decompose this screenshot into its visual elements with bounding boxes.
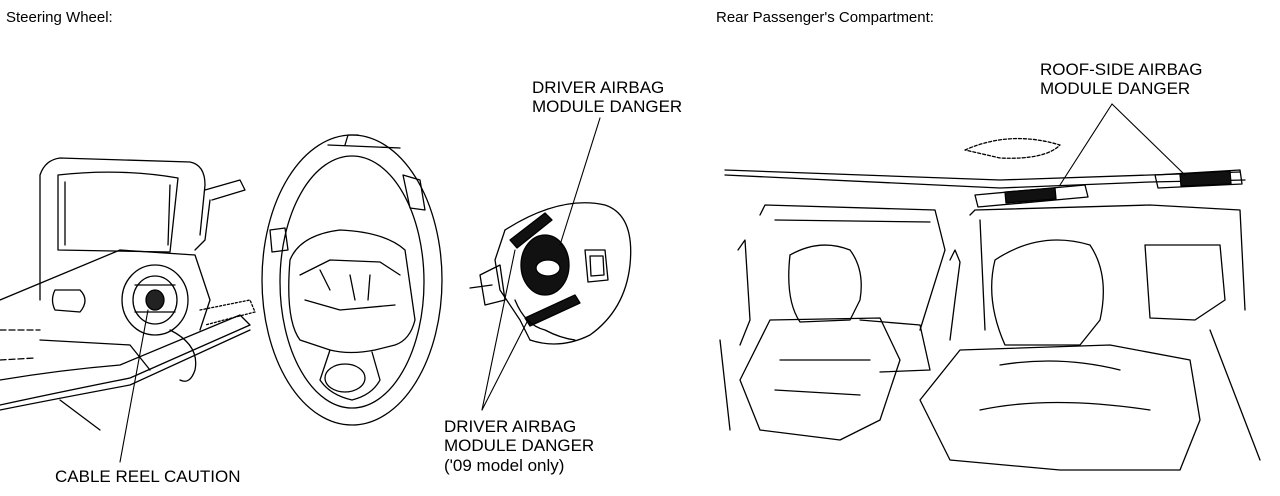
- driver-airbag-bottom-line2: MODULE DANGER: [444, 436, 595, 455]
- leader-roof-right: [1111, 103, 1186, 176]
- leader-driver-top: [559, 117, 601, 246]
- leader-roof-left: [1059, 103, 1113, 186]
- leader-driver-bottom-b: [481, 319, 529, 411]
- leader-driver-bottom-a: [481, 249, 516, 411]
- leader-cable-reel: [119, 309, 149, 463]
- driver-airbag-top-line2: MODULE DANGER: [532, 97, 683, 116]
- driver-airbag-bottom-note: ('09 model only): [444, 456, 565, 475]
- roof-side-airbag-line1: ROOF-SIDE AIRBAG: [1040, 60, 1203, 79]
- driver-airbag-bottom-line1: DRIVER AIRBAG: [444, 417, 577, 436]
- driver-airbag-top-line1: DRIVER AIRBAG: [532, 78, 665, 97]
- steering-column-art: [0, 157, 256, 431]
- cable-reel-caution-label: CABLE REEL CAUTION: [55, 467, 241, 486]
- steering-wheel-art: [261, 134, 443, 426]
- rear-compartment-title: Rear Passenger's Compartment:: [716, 9, 934, 26]
- airbag-module-art: [469, 202, 632, 345]
- rear-compartment-art: [719, 137, 1261, 471]
- steering-wheel-title: Steering Wheel:: [6, 9, 113, 26]
- roof-side-airbag-line2: MODULE DANGER: [1040, 79, 1191, 98]
- leader-lines: [119, 103, 1186, 463]
